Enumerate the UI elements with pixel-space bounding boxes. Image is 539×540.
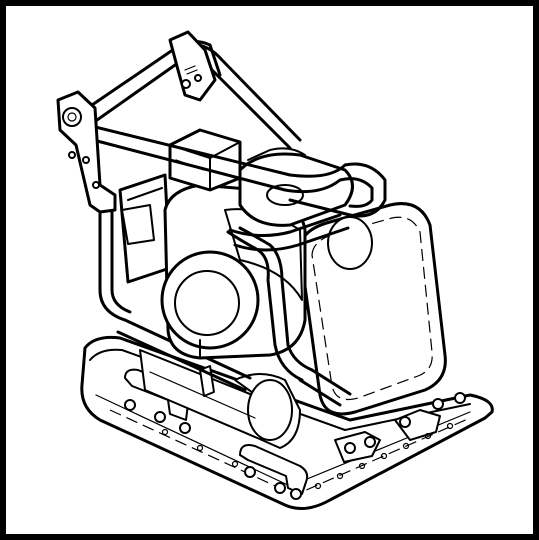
- plate-edge-studs: [161, 422, 454, 490]
- plate-bolts: [124, 392, 466, 500]
- side-roll-bar: [226, 226, 352, 407]
- fuel-tank: [298, 202, 447, 416]
- hinge-bracket: [168, 30, 217, 102]
- engine-top: [238, 147, 354, 227]
- lifting-bracket: [56, 90, 117, 214]
- lift-handle: [73, 120, 387, 252]
